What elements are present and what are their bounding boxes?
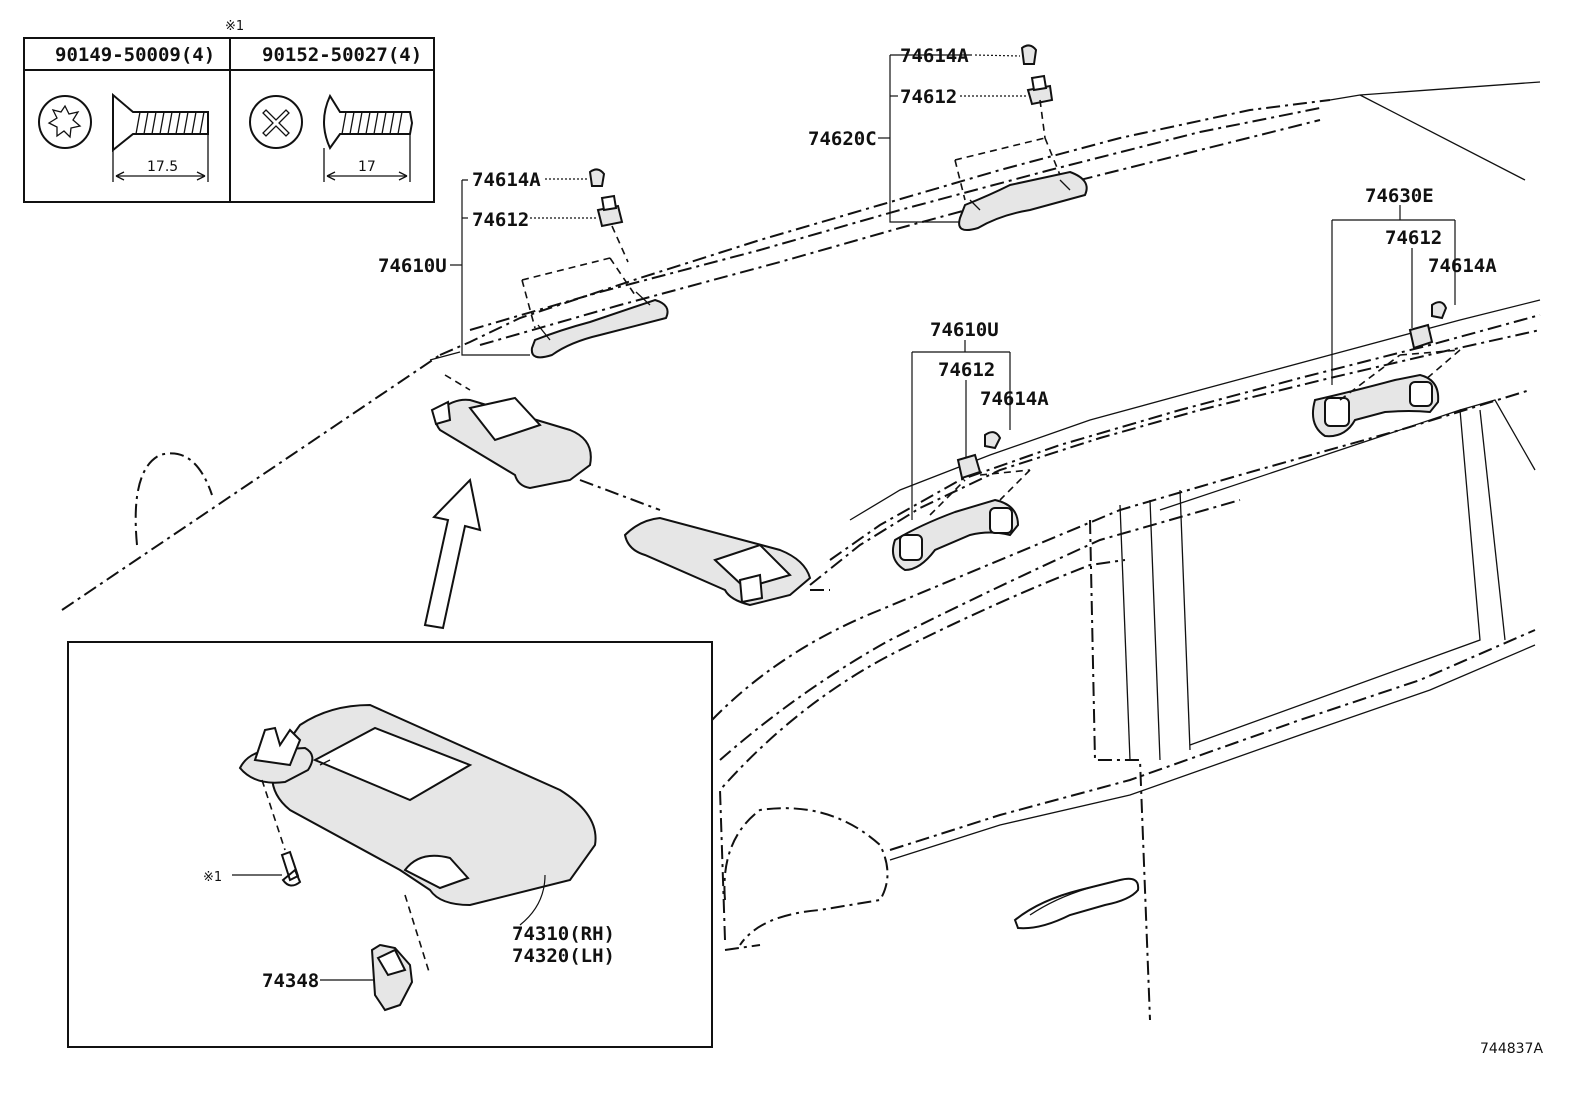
screw-icon — [112, 92, 209, 182]
fastener-table: ※1 90149-50009(4) 90152-50027(4) 17.5 — [23, 19, 435, 203]
callout-grip-front-set: 74610U — [378, 255, 447, 277]
sun-visor-left-installed — [430, 374, 592, 490]
clip-74614A-front — [588, 168, 606, 187]
callout-grip-mid-set: 74610U — [930, 319, 999, 341]
callout-visor-holder: 74348 — [262, 970, 319, 992]
assist-grip-front — [521, 168, 669, 359]
diagram-id: 744837A — [1480, 1041, 1543, 1057]
callout-grip-top-clip: 74612 — [900, 86, 957, 108]
screw-icon — [323, 93, 414, 182]
assist-grip-rear — [1312, 301, 1461, 438]
torx-screw-head-icon — [38, 95, 92, 149]
phillips-screw-head-icon — [249, 95, 303, 149]
arrow-up-icon — [423, 477, 482, 630]
callout-visor-rh: 74310(RH) — [512, 923, 615, 945]
clip-74612-mid — [956, 453, 982, 480]
sun-visor-right-installed — [623, 516, 812, 607]
callout-grip-front-clip: 74612 — [472, 209, 529, 231]
clip-74614A-top — [1020, 44, 1038, 65]
table-col2-part-number: 90152-50027(4) — [262, 44, 422, 66]
assist-grip-top — [954, 44, 1088, 231]
callout-grip-front-clip-a: 74614A — [472, 169, 541, 191]
detail-box — [67, 641, 713, 1048]
vehicle-body-outline — [61, 81, 1541, 1021]
callout-grip-top-set: 74620C — [808, 128, 877, 150]
callout-screw-note: ※1 — [203, 870, 222, 885]
callout-grip-rear-clip: 74612 — [1385, 227, 1442, 249]
assist-grip-mid — [892, 431, 1031, 572]
callout-grip-rear-clip-a: 74614A — [1428, 255, 1497, 277]
visor-holder — [370, 943, 414, 1012]
clip-74614A-rear — [1431, 301, 1448, 320]
clip-74614A-mid — [984, 431, 1002, 450]
table-col1-length: 17.5 — [147, 159, 178, 175]
table-col2-length: 17 — [358, 159, 376, 175]
clip-74612-front — [596, 194, 624, 228]
table-col1-part-number: 90149-50009(4) — [55, 44, 215, 66]
callout-grip-mid-clip: 74612 — [938, 359, 995, 381]
screw-icon — [280, 850, 302, 887]
callout-grip-top-clip-a: 74614A — [900, 45, 969, 67]
callout-visor-lh: 74320(LH) — [512, 945, 615, 967]
callout-grip-mid-clip-a: 74614A — [980, 388, 1049, 410]
table-note-mark: ※1 — [225, 19, 244, 34]
clip-74612-top — [1026, 74, 1054, 106]
callout-grip-rear-set: 74630E — [1365, 185, 1434, 207]
clip-74612-rear — [1408, 323, 1434, 350]
